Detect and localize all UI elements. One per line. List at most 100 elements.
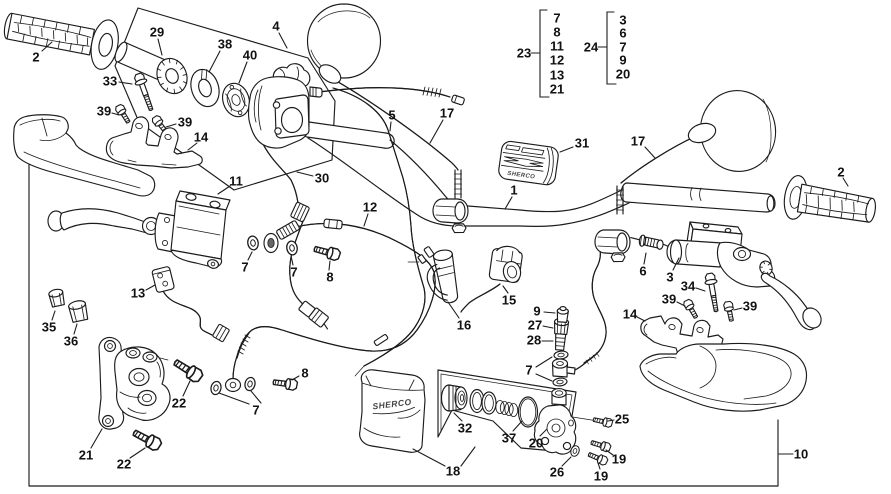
callout-leader-16	[447, 301, 460, 319]
pad-brand-text: SHERCO	[507, 171, 536, 181]
handguard-left	[13, 114, 156, 197]
master-cylinder-right	[666, 221, 822, 331]
callout-label-2: 2	[837, 165, 844, 180]
callout-leader-8	[328, 260, 331, 271]
adjuster-6	[630, 234, 669, 250]
callout-leader-29	[157, 38, 163, 56]
diagram-artwork: SHERCO	[3, 3, 876, 487]
callout-label-25: 25	[615, 412, 629, 427]
callout-leader-26	[561, 456, 572, 467]
group-item-23-8: 8	[553, 25, 560, 40]
callout-label-19: 19	[612, 452, 626, 467]
callout-leader-30	[296, 171, 314, 177]
bracket-left	[105, 116, 203, 169]
callout-leader-35	[51, 310, 56, 321]
callout-label-26: 26	[550, 465, 564, 480]
washer-7-clutch-a	[553, 349, 569, 361]
callout-label-14: 14	[194, 130, 209, 145]
adjuster-stack	[553, 306, 570, 351]
throttle-tube	[114, 41, 188, 95]
callout-leader-15	[502, 285, 509, 294]
brake-switch	[151, 266, 230, 343]
group-item-24-9: 9	[619, 53, 626, 68]
callout-leader-6	[643, 252, 647, 265]
callout-label-32: 32	[458, 421, 472, 436]
callout-leader-38	[208, 50, 221, 73]
throttle-cable-5	[332, 87, 426, 377]
callout-label-3: 3	[666, 270, 673, 285]
kill-switch	[460, 245, 523, 313]
bar-pad: SHERCO	[498, 140, 559, 186]
callout-label-7: 7	[252, 403, 259, 418]
callout-leader-7	[535, 373, 553, 382]
tool-bag: SHERCO	[359, 369, 426, 453]
callout-leader-39	[676, 301, 686, 307]
callout-label-13: 13	[131, 286, 145, 301]
callout-leader-25	[607, 419, 615, 422]
callout-leader-14	[187, 142, 198, 151]
callout-leader-2	[41, 41, 53, 52]
callout-leader-13	[145, 284, 156, 291]
callout-label-11: 11	[229, 174, 243, 189]
callout-leader-18	[412, 448, 446, 467]
throttle-group-outline	[114, 7, 336, 191]
callout-leader-21	[90, 428, 103, 449]
mirror-left	[306, 3, 469, 234]
callout-leader-11	[217, 185, 231, 195]
callout-label-19: 19	[594, 469, 608, 484]
grip-left	[3, 12, 119, 70]
bolt-19-a	[589, 437, 613, 454]
callout-label-27: 27	[528, 318, 542, 333]
callout-label-20: 20	[529, 436, 543, 451]
callout-label-12: 12	[363, 200, 377, 215]
callout-leader-14	[636, 316, 646, 322]
callout-leader-19	[605, 449, 614, 456]
callout-label-8: 8	[326, 270, 333, 285]
callout-label-18: 18	[446, 464, 460, 479]
callout-leader-2	[842, 177, 849, 187]
group-item-24-6: 6	[619, 26, 626, 41]
callout-leader-22	[182, 380, 191, 397]
callout-leader-3	[672, 257, 680, 271]
callout-label-9: 9	[533, 304, 540, 319]
callout-label-30: 30	[315, 171, 329, 186]
group-label-23: 23	[517, 46, 531, 61]
group-item-23-11: 11	[550, 39, 564, 54]
callout-label-1: 1	[510, 183, 517, 198]
bolt-25	[591, 414, 614, 429]
washer-7-master-b	[285, 239, 299, 257]
callout-label-7: 7	[525, 363, 532, 378]
callout-leader-36	[73, 323, 78, 335]
callout-leader-7	[535, 356, 553, 368]
seal-kit-box	[437, 369, 577, 453]
callout-leader-19	[597, 462, 601, 470]
group-item-24-7: 7	[619, 40, 626, 55]
callout-label-39: 39	[97, 104, 111, 119]
hose-elbow-union	[246, 220, 342, 263]
callout-leader-33	[118, 81, 133, 85]
callout-label-21: 21	[79, 448, 93, 463]
callout-label-35: 35	[42, 320, 56, 335]
callout-leader-1	[504, 196, 513, 210]
callout-label-39: 39	[178, 115, 192, 130]
bolt-39-right-b	[722, 300, 737, 323]
callout-label-8: 8	[301, 366, 308, 381]
brake-caliper	[98, 336, 171, 430]
callout-label-37: 37	[502, 431, 516, 446]
callout-leader-17	[429, 119, 444, 144]
group-item-23-13: 13	[550, 68, 564, 83]
group-item-23-12: 12	[550, 53, 564, 68]
master-cylinder-left	[47, 190, 231, 269]
callout-label-29: 29	[150, 25, 164, 40]
clutch-hose	[574, 239, 607, 371]
callout-leader-39	[165, 123, 177, 128]
cap-36	[68, 300, 89, 323]
washer-7-master-a	[246, 234, 260, 252]
grip-right	[783, 175, 876, 223]
callout-leader-40	[238, 61, 248, 84]
bolt-8-upper	[312, 242, 342, 263]
callout-label-38: 38	[218, 37, 232, 52]
piston-32	[440, 384, 468, 412]
